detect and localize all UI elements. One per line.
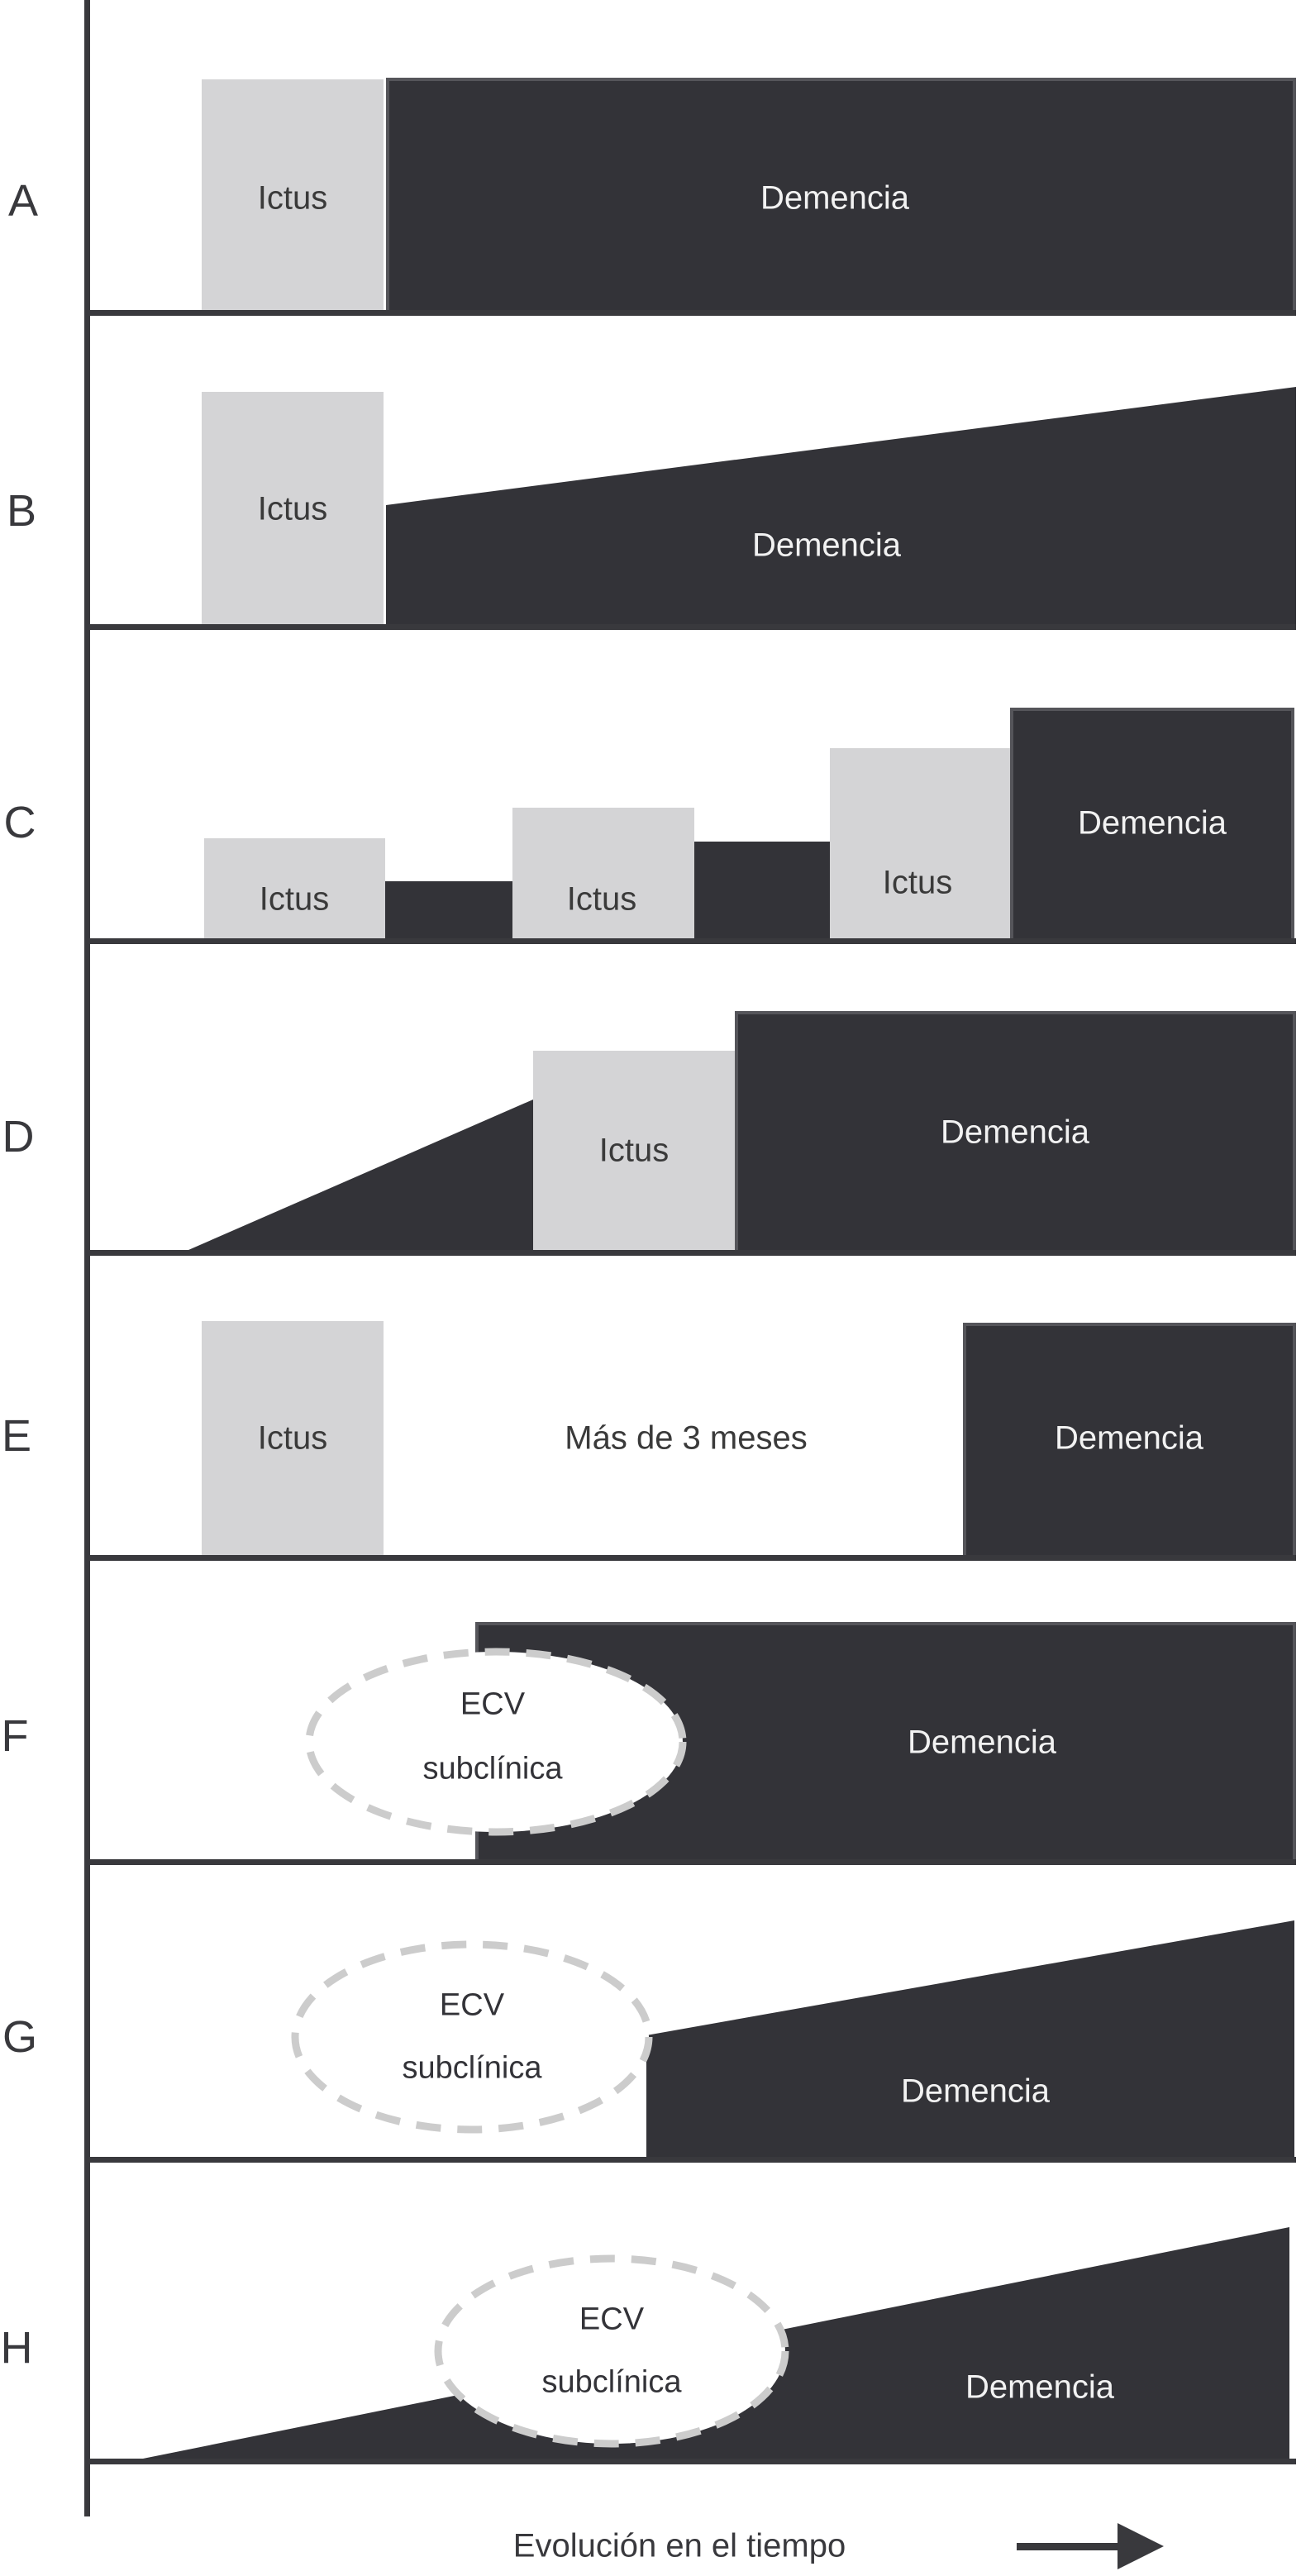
panel-e-ictus-label: Ictus <box>257 1419 328 1457</box>
panel-c-ictus1-label: Ictus <box>259 880 330 918</box>
time-axis-caption: Evolución en el tiempo <box>512 2527 846 2564</box>
panel-e-letter: E <box>1 1411 32 1461</box>
panel-b-baseline <box>84 624 1296 630</box>
panel-f-ecv-ellipse <box>305 1648 687 1836</box>
panel-d-ictus-label: Ictus <box>598 1132 670 1169</box>
panel-a-letter: A <box>7 176 39 226</box>
panel-f-baseline <box>84 1859 1296 1865</box>
panel-g-ecv-label-line2: subclínica <box>402 2050 542 2086</box>
panel-c-letter: C <box>3 798 36 847</box>
panel-b-demencia-label: Demencia <box>751 527 902 564</box>
panel-d-demencia-label: Demencia <box>940 1114 1090 1151</box>
panel-g-letter: G <box>2 2012 38 2062</box>
panel-e-demencia-label: Demencia <box>1054 1419 1204 1457</box>
panel-d-ramp-triangle <box>188 1100 533 1250</box>
panel-g-demencia-label: Demencia <box>900 2073 1051 2110</box>
panel-d-baseline <box>84 1250 1296 1256</box>
panel-c-ictus2-box <box>512 808 694 938</box>
panel-h-baseline <box>84 2459 1296 2464</box>
panel-a-demencia-box <box>386 78 1296 316</box>
panel-h-demencia-label: Demencia <box>965 2368 1115 2406</box>
panel-g-demencia-shape <box>646 1920 1294 2163</box>
panel-f-ecv-label-line2: subclínica <box>422 1751 563 1787</box>
panel-f-demencia-label: Demencia <box>907 1724 1057 1761</box>
panel-h-ecv-ellipse <box>434 2254 789 2448</box>
panel-b-ictus-box <box>202 392 384 624</box>
panel-e-baseline <box>84 1555 1296 1561</box>
panel-g-ecv-label-line1: ECV <box>439 1987 505 2023</box>
panel-g-baseline <box>84 2157 1296 2163</box>
panel-a-ictus-box <box>202 79 384 310</box>
panel-c-ictus1-box <box>204 838 385 938</box>
panel-c-step1-box <box>385 881 512 938</box>
panel-a-baseline <box>84 310 1296 316</box>
panel-c-ictus3-box <box>830 748 1010 938</box>
panel-a-demencia-label: Demencia <box>760 179 910 217</box>
panel-c-demencia-label: Demencia <box>1077 804 1227 842</box>
panel-d-letter: D <box>2 1112 35 1162</box>
panel-e-demencia-box <box>963 1323 1296 1561</box>
panel-e-interval-label: Más de 3 meses <box>565 1419 808 1457</box>
panel-h-letter: H <box>0 2323 33 2373</box>
panel-b-ictus-label: Ictus <box>257 490 328 527</box>
panel-d-ictus-box <box>533 1051 735 1250</box>
panel-h-ecv-label-line2: subclínica <box>541 2364 682 2400</box>
panel-h-ecv-label-line1: ECV <box>579 2302 645 2337</box>
panel-c-step2-box <box>694 842 830 938</box>
panel-g-ecv-ellipse <box>291 1940 653 2134</box>
panel-f-letter: F <box>1 1711 29 1761</box>
y-axis-line <box>84 0 90 2516</box>
panel-c-demencia-box <box>1010 708 1294 944</box>
panel-e-ictus-box <box>202 1321 384 1555</box>
panel-c-baseline <box>84 938 1296 944</box>
time-arrow-icon <box>1017 2523 1164 2569</box>
panel-b-demencia-shape <box>386 387 1296 630</box>
panel-c-ictus2-label: Ictus <box>566 880 637 918</box>
panel-a-ictus-label: Ictus <box>257 179 328 217</box>
panel-c-ictus3-label: Ictus <box>882 864 953 901</box>
panel-f-ecv-label-line1: ECV <box>460 1686 526 1722</box>
panel-b-letter: B <box>6 486 37 536</box>
